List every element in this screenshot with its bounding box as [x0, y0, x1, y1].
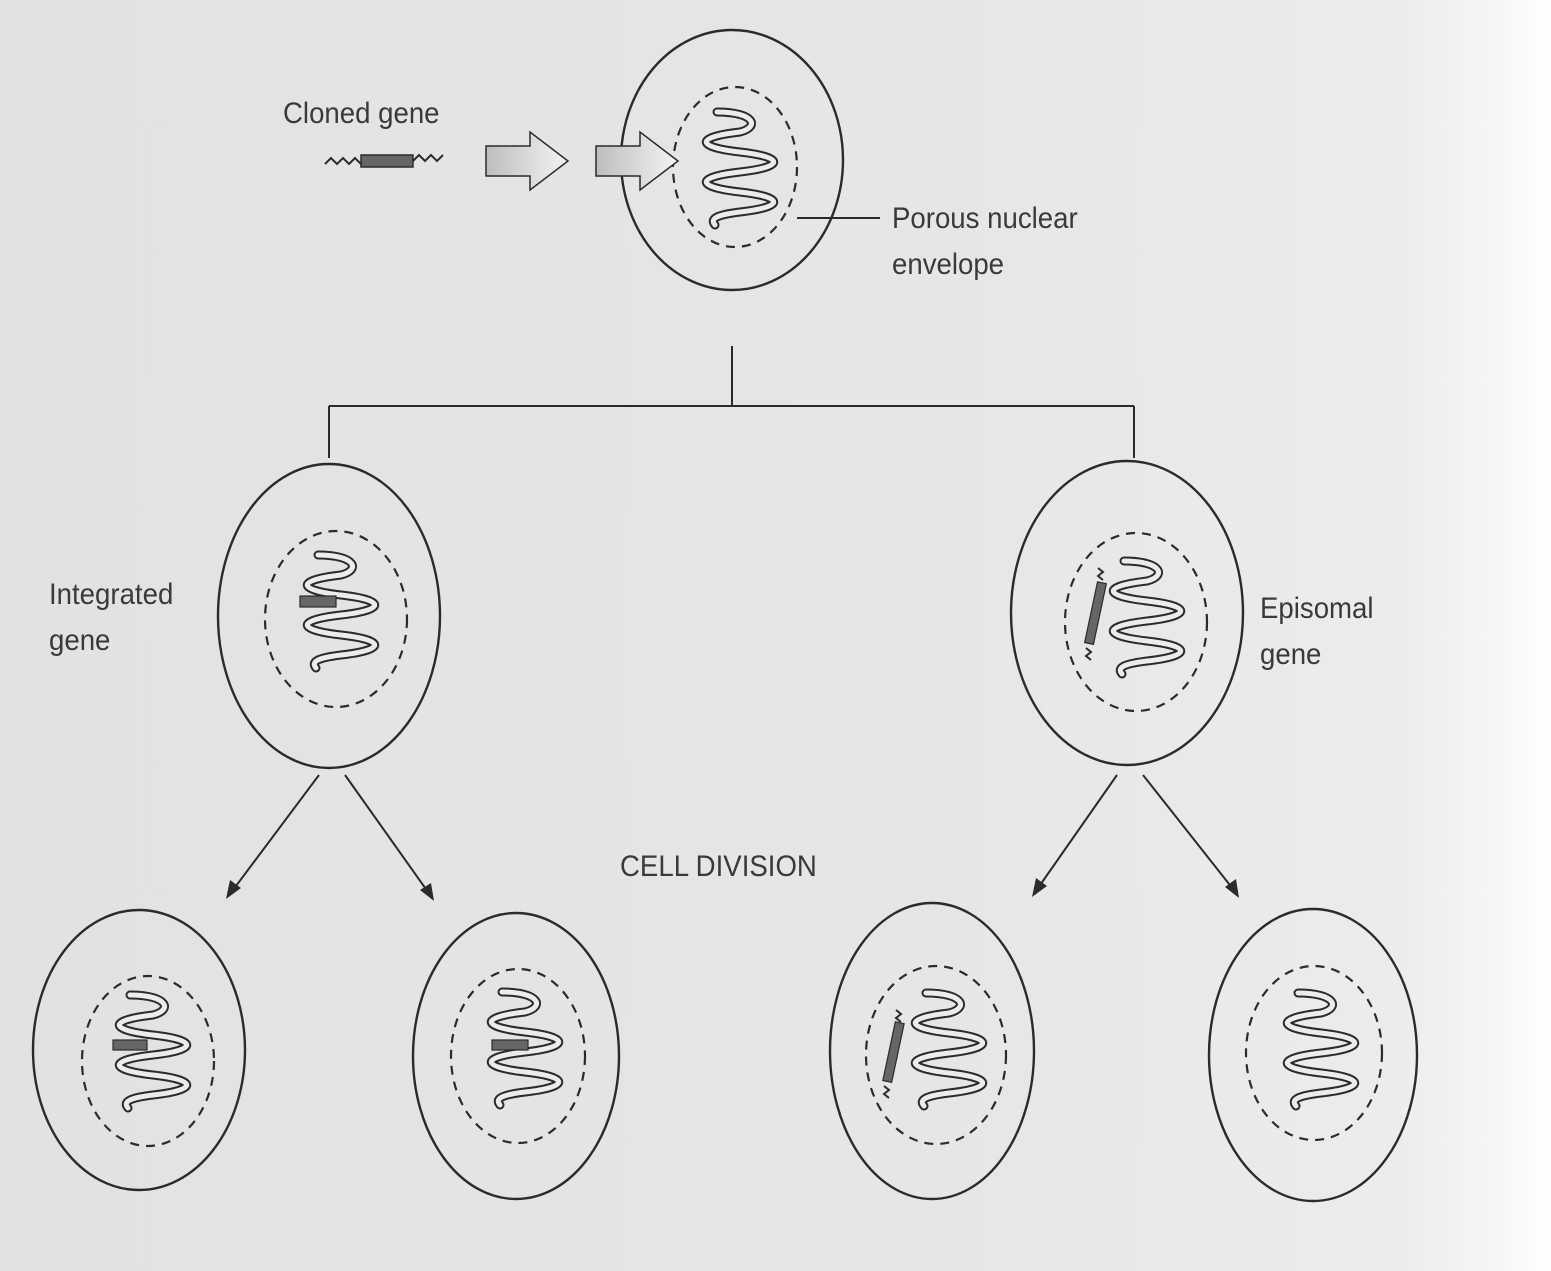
cloned-gene-label: Cloned gene: [283, 91, 440, 137]
porous-nuclear-envelope-line2: envelope: [892, 248, 1005, 281]
episomal-gene-cell: [1009, 459, 1245, 767]
episomal-cell-membrane: [1009, 459, 1245, 767]
cell-division-text: CELL DIVISION: [620, 850, 817, 883]
cell-division-label: CELL DIVISION: [620, 844, 817, 890]
integrated-gene-cell: [216, 462, 442, 770]
cloned-gene-fragment: [324, 153, 444, 168]
episomal-gene-label: Episomal gene: [1260, 586, 1374, 678]
episomal-cell-nucleus: [1063, 531, 1209, 713]
episomal-gene-fragment: [1096, 567, 1105, 581]
top-cell-nucleus: [671, 85, 799, 249]
division-arrow-left-2: [344, 774, 429, 893]
integrated-gene-line2: gene: [49, 624, 111, 657]
integrated-gene-label: Integrated gene: [49, 572, 173, 664]
cloned-gene-text: Cloned gene: [283, 97, 440, 130]
porous-nuclear-envelope-label: Porous nuclear envelope: [892, 196, 1078, 288]
daughter-cell-integrated-1: [31, 908, 247, 1192]
integrated-gene-segment: [299, 595, 337, 608]
episomal-gene-segment: [1083, 581, 1108, 646]
integrated-cell-dna: [307, 555, 375, 668]
division-arrows: [226, 774, 1239, 901]
entry-arrow-1: [485, 130, 570, 192]
division-arrow-left-1: [232, 774, 320, 891]
integrated-cell-membrane: [216, 462, 442, 770]
daughter-cell-episomal-2: [1207, 907, 1419, 1203]
branch-connector: [328, 346, 1135, 458]
episomal-cell-dna: [1113, 561, 1181, 674]
cloned-gene-segment: [360, 154, 414, 168]
porous-nuclear-envelope-line1: Porous nuclear: [892, 202, 1078, 235]
integrated-cell-nucleus: [263, 529, 409, 709]
daughter-cell-integrated-2: [411, 911, 621, 1201]
episomal-gene-line2: gene: [1260, 638, 1322, 671]
entry-arrow-2: [595, 130, 680, 192]
division-arrow-right-1: [1037, 774, 1118, 889]
top-cell-dna: [706, 112, 774, 225]
division-arrow-right-2: [1142, 774, 1234, 890]
integrated-gene-line1: Integrated: [49, 578, 174, 611]
daughter-cell-episomal-1: [828, 901, 1036, 1201]
episomal-gene-line1: Episomal: [1260, 592, 1374, 625]
